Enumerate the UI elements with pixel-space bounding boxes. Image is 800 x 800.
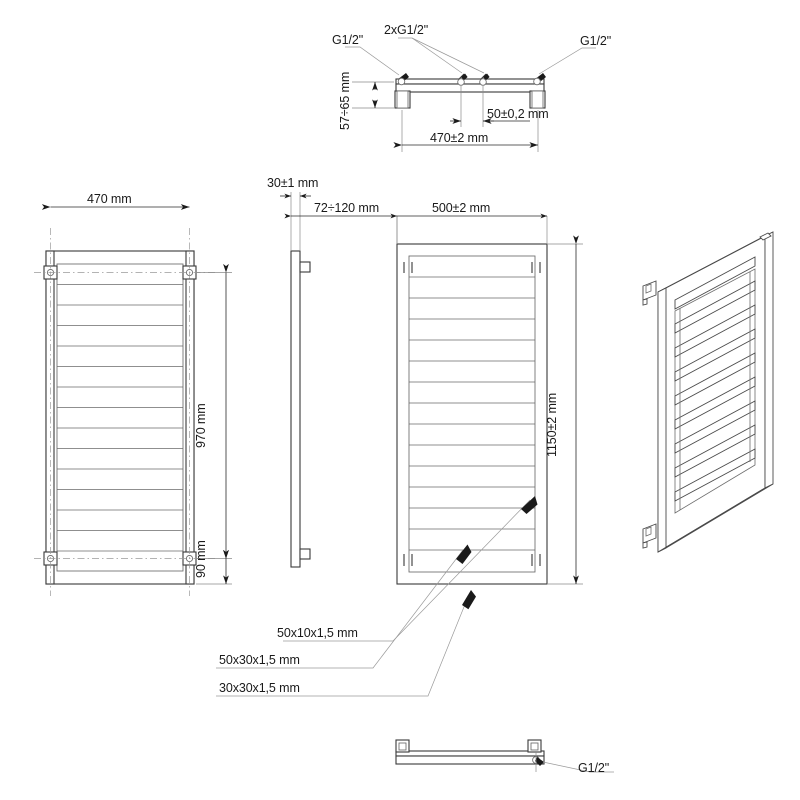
- left-rail-block: [56, 263, 184, 572]
- dim-side-wall-offset: 72÷120 mm: [284, 201, 398, 251]
- callouts: 50x10x1,5 mm 50x30x1,5 mm 30x30x1,5 mm: [216, 496, 538, 697]
- right-rails: [409, 276, 535, 551]
- label-top-overall-width: 470±2 mm: [430, 131, 488, 145]
- label-top-right-port: G1/2": [580, 34, 611, 48]
- label-top-center-ports: 2xG1/2": [384, 23, 428, 37]
- iso-frame-right: [764, 231, 774, 489]
- label-callout-2: 30x30x1,5 mm: [219, 681, 300, 695]
- bottom-connection-view: G1/2": [395, 739, 614, 775]
- label-right-height: 1150±2 mm: [545, 393, 559, 457]
- label-side-depth: 30±1 mm: [267, 176, 318, 190]
- bottom-tube-upper: [395, 750, 545, 757]
- iso-frame-left-edge: [657, 287, 667, 553]
- top-left-fitting: [394, 73, 411, 109]
- top-connection-view: G1/2" 2xG1/2" G1/2" 57÷65 mm 50±0,2 mm 4…: [332, 23, 611, 152]
- left-side-tube-left: [45, 250, 55, 585]
- label-top-height: 57÷65 mm: [338, 72, 352, 130]
- side-bracket-bottom: [299, 548, 311, 560]
- right-mount-ticks: [403, 262, 541, 566]
- left-outer-frame: [45, 250, 195, 585]
- dim-top-overall-width: 470±2 mm: [393, 110, 539, 152]
- side-profile: [290, 250, 301, 568]
- top-right-fitting: [529, 73, 546, 109]
- leader-callout-2: [216, 596, 469, 697]
- label-side-wall-offset: 72÷120 mm: [314, 201, 379, 215]
- arrow-callout-0: [521, 496, 538, 514]
- label-top-center-spacing: 50±0,2 mm: [487, 107, 549, 121]
- right-outer-frame: [396, 243, 548, 585]
- label-bottom-port: G1/2": [578, 761, 609, 775]
- leader-callout-1: [216, 549, 464, 669]
- right-rail-block: [408, 255, 536, 573]
- leader-top-center-a: [398, 37, 463, 74]
- label-top-left-port: G1/2": [332, 33, 363, 47]
- iso-bracket-top: [642, 280, 657, 306]
- bottom-right-fitting: [527, 739, 544, 772]
- dim-side-depth: 30±1 mm: [267, 176, 318, 251]
- arrow-callout-2: [462, 590, 476, 610]
- label-left-width: 470 mm: [87, 192, 132, 206]
- iso-rails: [674, 256, 756, 502]
- left-side-tube-right: [185, 250, 195, 585]
- label-left-bottom-offset: 90 mm: [194, 540, 208, 578]
- side-view: 30±1 mm 72÷120 mm: [267, 176, 398, 568]
- dim-left-width: 470 mm: [41, 192, 190, 210]
- iso-bracket-bottom: [642, 523, 657, 549]
- label-callout-0: 50x10x1,5 mm: [277, 626, 358, 640]
- leader-top-center-b: [411, 37, 485, 74]
- bottom-left-fitting: [395, 739, 410, 753]
- leader-top-left-port: [345, 46, 400, 76]
- dim-left-bottom-offset: 90 mm: [194, 540, 232, 585]
- leader-bottom-port: [542, 761, 614, 773]
- dim-top-center-spacing: 50±0,2 mm: [450, 86, 549, 127]
- label-right-width: 500±2 mm: [432, 201, 490, 215]
- left-mount-brackets: [43, 265, 197, 566]
- iso-top-port: [759, 232, 772, 241]
- label-left-mount-span: 970 mm: [194, 403, 208, 448]
- leader-callout-0: [283, 499, 531, 642]
- front-view-left: 470 mm 970 mm 90 mm: [34, 192, 232, 596]
- label-callout-1: 50x30x1,5 mm: [219, 653, 300, 667]
- side-bracket-top: [299, 261, 311, 273]
- dim-right-height: 1150±2 mm: [545, 235, 583, 585]
- arrow-callout-1: [456, 544, 472, 564]
- bottom-tube-lower: [395, 755, 545, 765]
- top-tube-upper: [395, 78, 545, 85]
- top-tube-lower: [395, 83, 545, 93]
- leader-top-right-port: [538, 47, 596, 75]
- dim-left-mount-span: 970 mm: [194, 263, 232, 559]
- dim-top-height: 57÷65 mm: [338, 72, 394, 130]
- dim-right-width: 500±2 mm: [396, 201, 548, 244]
- iso-frame-bottom: [657, 483, 774, 553]
- top-center-fittings: [457, 73, 490, 86]
- left-rails: [57, 284, 183, 552]
- isometric-view: [642, 231, 774, 553]
- front-view-right: 500±2 mm 1150±2 mm: [396, 201, 583, 585]
